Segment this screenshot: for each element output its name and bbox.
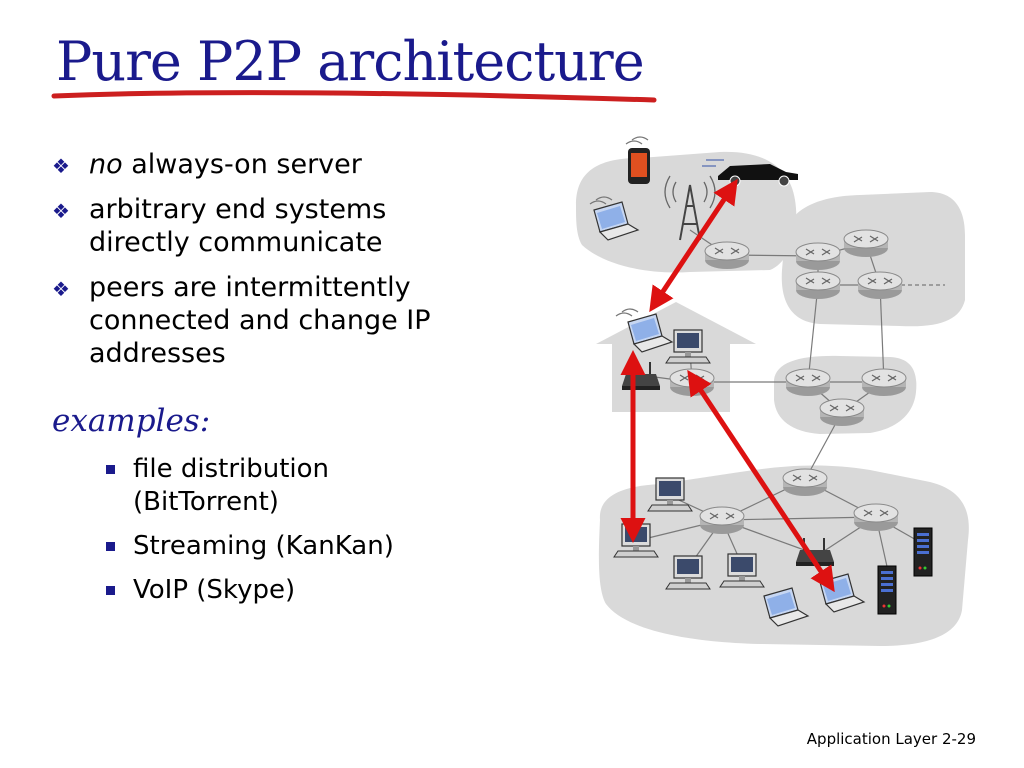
slide-title: Pure P2P architecture bbox=[56, 30, 645, 93]
bullet-item: ❖ no always-on server bbox=[52, 148, 472, 181]
bullet-text: arbitrary end systems directly communica… bbox=[89, 194, 387, 258]
bullet-list: ❖ no always-on server ❖ arbitrary end sy… bbox=[52, 148, 472, 382]
example-item: VoIP (Skype) bbox=[104, 574, 464, 607]
server-rack-icon bbox=[877, 565, 897, 615]
bullet-text: peers are intermittently connected and c… bbox=[89, 272, 431, 369]
server-rack-icon bbox=[913, 527, 933, 577]
p2p-connection-arrows bbox=[620, 178, 835, 593]
router-icon bbox=[704, 241, 750, 270]
diamond-bullet-icon: ❖ bbox=[52, 277, 70, 301]
examples-list: file distribution (BitTorrent) Streaming… bbox=[104, 453, 464, 618]
diamond-bullet-icon: ❖ bbox=[52, 154, 70, 178]
bullet-item: ❖ arbitrary end systems directly communi… bbox=[52, 193, 472, 259]
router-icon bbox=[861, 368, 907, 397]
router-icon bbox=[795, 242, 841, 271]
car-icon bbox=[702, 159, 798, 187]
square-bullet-icon bbox=[106, 465, 115, 474]
bullet-item: ❖ peers are intermittently connected and… bbox=[52, 271, 472, 370]
example-item: Streaming (KanKan) bbox=[104, 530, 464, 563]
example-text: file distribution (BitTorrent) bbox=[133, 454, 330, 517]
router-icon bbox=[785, 368, 831, 397]
example-text: Streaming (KanKan) bbox=[133, 531, 394, 561]
title-underline bbox=[51, 90, 657, 103]
router-icon bbox=[853, 503, 899, 532]
slide-footer: Application Layer 2-29 bbox=[806, 730, 976, 748]
bullet-text: always-on server bbox=[122, 149, 362, 180]
bullet-emphasis: no bbox=[89, 149, 123, 180]
square-bullet-icon bbox=[106, 586, 115, 595]
router-icon bbox=[782, 468, 828, 497]
router-icon bbox=[819, 398, 865, 427]
router-icon bbox=[857, 271, 903, 300]
smartphone-icon bbox=[625, 136, 650, 184]
router-icon bbox=[699, 506, 745, 535]
router-icon bbox=[843, 229, 889, 258]
diamond-bullet-icon: ❖ bbox=[52, 199, 70, 223]
example-text: VoIP (Skype) bbox=[133, 575, 296, 605]
square-bullet-icon bbox=[106, 542, 115, 551]
router-icon bbox=[795, 271, 841, 300]
example-item: file distribution (BitTorrent) bbox=[104, 453, 464, 519]
examples-heading: examples: bbox=[52, 403, 211, 439]
